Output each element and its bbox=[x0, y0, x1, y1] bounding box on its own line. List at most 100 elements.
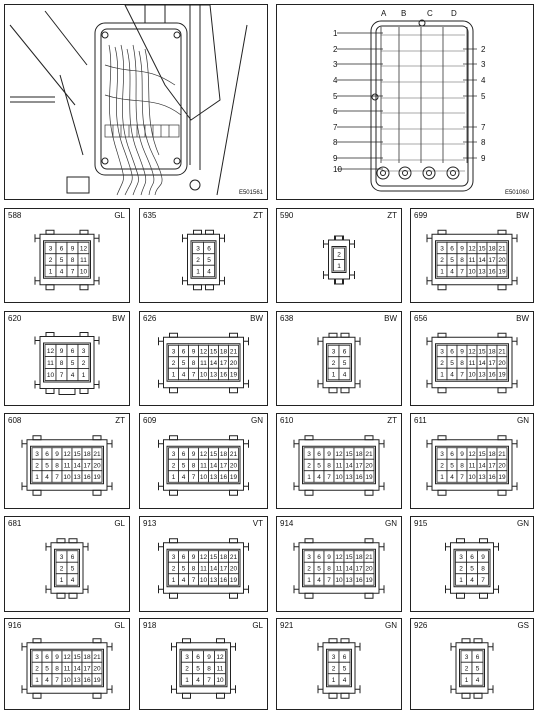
pin-number: 20 bbox=[230, 360, 238, 367]
pin-number: 12 bbox=[80, 246, 88, 253]
pin-number: 9 bbox=[60, 348, 64, 355]
pin-number: 7 bbox=[460, 474, 464, 481]
pin-number: 15 bbox=[345, 451, 353, 458]
row-label: 9 bbox=[333, 154, 338, 163]
pin-number: 16 bbox=[488, 474, 496, 481]
pin-number: 21 bbox=[93, 451, 101, 458]
pin-number: 15 bbox=[73, 451, 81, 458]
pin-number: 3 bbox=[440, 246, 444, 253]
pin-number: 11 bbox=[64, 463, 71, 470]
pin-number: 3 bbox=[35, 451, 39, 458]
pin-number: 7 bbox=[192, 577, 196, 584]
latch-tab bbox=[293, 542, 299, 551]
clip bbox=[229, 332, 238, 338]
housing-outline bbox=[176, 642, 231, 694]
pin-number: 16 bbox=[83, 677, 91, 684]
pin-number: 17 bbox=[220, 463, 228, 470]
pin-number: 15 bbox=[210, 349, 218, 356]
pin-number: 5 bbox=[71, 566, 75, 573]
pin-cell bbox=[333, 259, 345, 272]
latch-tab bbox=[182, 234, 188, 243]
pin-number: 19 bbox=[365, 577, 373, 584]
pin-number: 3 bbox=[332, 654, 336, 661]
latch-tab bbox=[21, 482, 27, 491]
pin-cell bbox=[203, 264, 215, 278]
connector-color-code: GL bbox=[114, 211, 125, 220]
pin-number: 4 bbox=[450, 372, 454, 379]
pin-number: 5 bbox=[45, 666, 49, 673]
pin-number: 6 bbox=[470, 554, 474, 561]
pin-cell bbox=[66, 573, 79, 586]
pin-number: 5 bbox=[182, 463, 186, 470]
pin-field-border bbox=[30, 445, 104, 485]
pin-number: 7 bbox=[192, 372, 196, 379]
pin-field-border bbox=[190, 240, 217, 279]
pin-number: 7 bbox=[60, 372, 64, 379]
latch-tab bbox=[512, 379, 518, 388]
pin-number: 10 bbox=[63, 677, 71, 684]
pin-number: 8 bbox=[207, 666, 211, 673]
pin-number: 12 bbox=[47, 348, 55, 355]
pin-number: 3 bbox=[307, 554, 311, 561]
pin-cell bbox=[214, 673, 226, 686]
pin-number: 18 bbox=[488, 451, 496, 458]
pin-number: 13 bbox=[345, 474, 353, 481]
pin-field-border bbox=[54, 548, 80, 588]
pin-number: 17 bbox=[488, 360, 496, 367]
latch-tab bbox=[379, 439, 385, 448]
pin-number: 20 bbox=[498, 360, 506, 367]
pin-number: 18 bbox=[355, 554, 363, 561]
pin-number: 1 bbox=[332, 372, 336, 379]
clip bbox=[497, 387, 507, 394]
pin-number: 11 bbox=[200, 463, 207, 470]
latch-tab bbox=[355, 685, 361, 694]
pin-number: 5 bbox=[196, 666, 200, 673]
pin-cell bbox=[496, 470, 508, 483]
pin-number: 6 bbox=[450, 451, 454, 458]
housing-outline bbox=[431, 233, 513, 286]
pin-number: 2 bbox=[307, 463, 311, 470]
latch-tab bbox=[317, 642, 323, 651]
pin-number: 6 bbox=[196, 654, 200, 661]
pin-number: 8 bbox=[192, 566, 196, 573]
pin-number: 10 bbox=[63, 474, 71, 481]
row-label-right: 3 bbox=[481, 60, 486, 69]
latch-tab bbox=[512, 337, 518, 346]
clip bbox=[364, 435, 374, 441]
pin-number: 14 bbox=[73, 463, 81, 470]
pin-number: 20 bbox=[93, 463, 101, 470]
latch-tab bbox=[21, 685, 27, 694]
clip bbox=[229, 435, 238, 441]
pin-number: 2 bbox=[440, 257, 444, 264]
pin-cell bbox=[338, 673, 351, 686]
pin-number: 5 bbox=[317, 463, 321, 470]
row-label: 3 bbox=[333, 60, 338, 69]
pin-number: 18 bbox=[220, 451, 228, 458]
pin-number: 20 bbox=[365, 566, 373, 573]
fuse-column-lines bbox=[380, 27, 468, 163]
pin-number: 6 bbox=[60, 246, 64, 253]
pin-number: 7 bbox=[327, 474, 331, 481]
latch-tab bbox=[349, 240, 355, 248]
pin-number: 11 bbox=[336, 463, 343, 470]
row-label: 5 bbox=[333, 92, 338, 101]
pin-number: 15 bbox=[478, 246, 486, 253]
pin-number: 15 bbox=[478, 349, 486, 356]
connector-number: 656 bbox=[414, 314, 428, 323]
clip bbox=[456, 538, 465, 544]
clip bbox=[68, 592, 78, 599]
housing-outline bbox=[322, 642, 356, 694]
pin-number: 16 bbox=[355, 474, 363, 481]
pin-number: 13 bbox=[478, 372, 486, 379]
pin-number: 15 bbox=[73, 654, 81, 661]
latch-tab bbox=[158, 379, 164, 388]
clip bbox=[364, 592, 374, 599]
latch-tab bbox=[317, 337, 323, 346]
latch-tab bbox=[243, 482, 249, 491]
